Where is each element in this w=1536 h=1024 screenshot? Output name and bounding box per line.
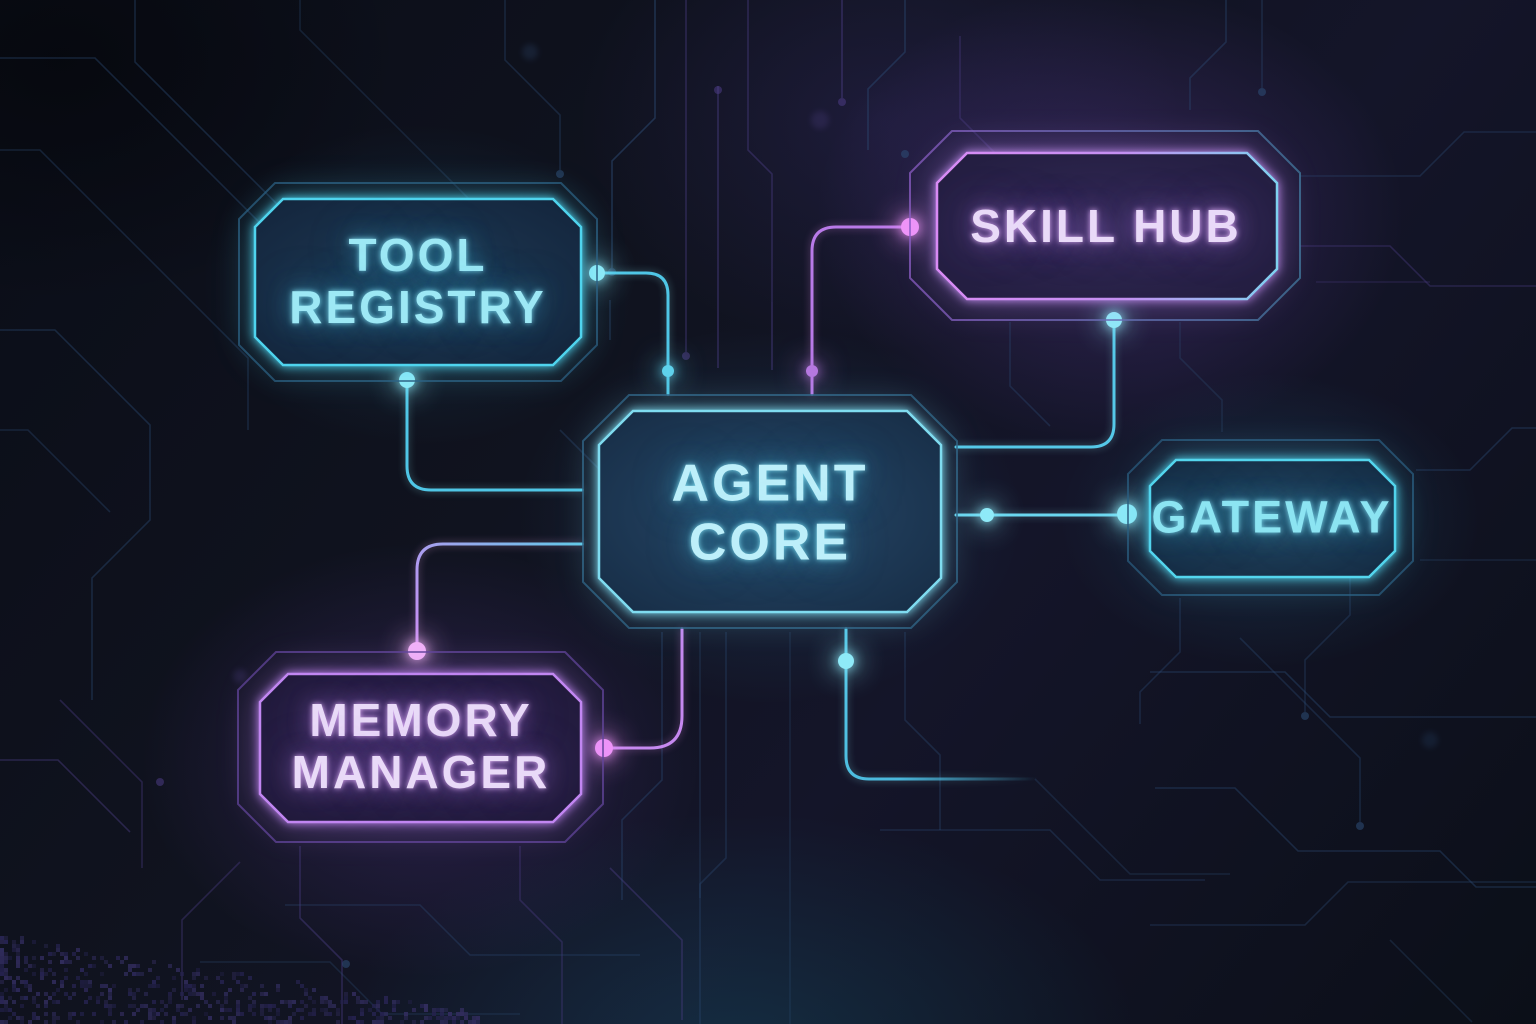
- node-frame-gateway: [1127, 439, 1414, 596]
- pixel-noise-cluster: [0, 936, 480, 1024]
- node-label-tool-registry: TOOL REGISTRY: [289, 229, 547, 333]
- edge-tool-registry-right-to-agent-core-top: [589, 265, 674, 396]
- node-frames: [237, 130, 1414, 843]
- node-label-gateway: GATEWAY: [1151, 491, 1393, 543]
- node-frame-skill-hub: [909, 130, 1301, 321]
- connector-node-dot: [838, 653, 854, 669]
- edge-skill-hub-bottom-to-agent-core-right: [954, 312, 1122, 449]
- connector-node-dot: [980, 508, 994, 522]
- connector-node-dot: [662, 365, 674, 377]
- edge-memory-manager-right-to-agent-core-bottom: [595, 627, 684, 757]
- node-label-memory-manager: MEMORY MANAGER: [291, 694, 551, 798]
- node-frame-tool-registry: [238, 182, 598, 382]
- edge-tool-registry-bottom-to-agent-core-left: [399, 372, 584, 492]
- node-label-agent-core: AGENT CORE: [671, 454, 869, 571]
- edge-agent-core-right-to-gateway-left: [954, 504, 1137, 524]
- node-label-skill-hub: SKILL HUB: [970, 200, 1242, 253]
- node-frame-memory-manager: [237, 651, 604, 843]
- edge-agent-core-bottom-open-trace: [838, 627, 1040, 781]
- edge-skill-hub-left-to-agent-core-top: [806, 218, 919, 396]
- connector-node-dot: [806, 365, 818, 377]
- node-frame-agent-core: [582, 394, 958, 629]
- edge-memory-manager-top-to-agent-core-left: [408, 542, 584, 660]
